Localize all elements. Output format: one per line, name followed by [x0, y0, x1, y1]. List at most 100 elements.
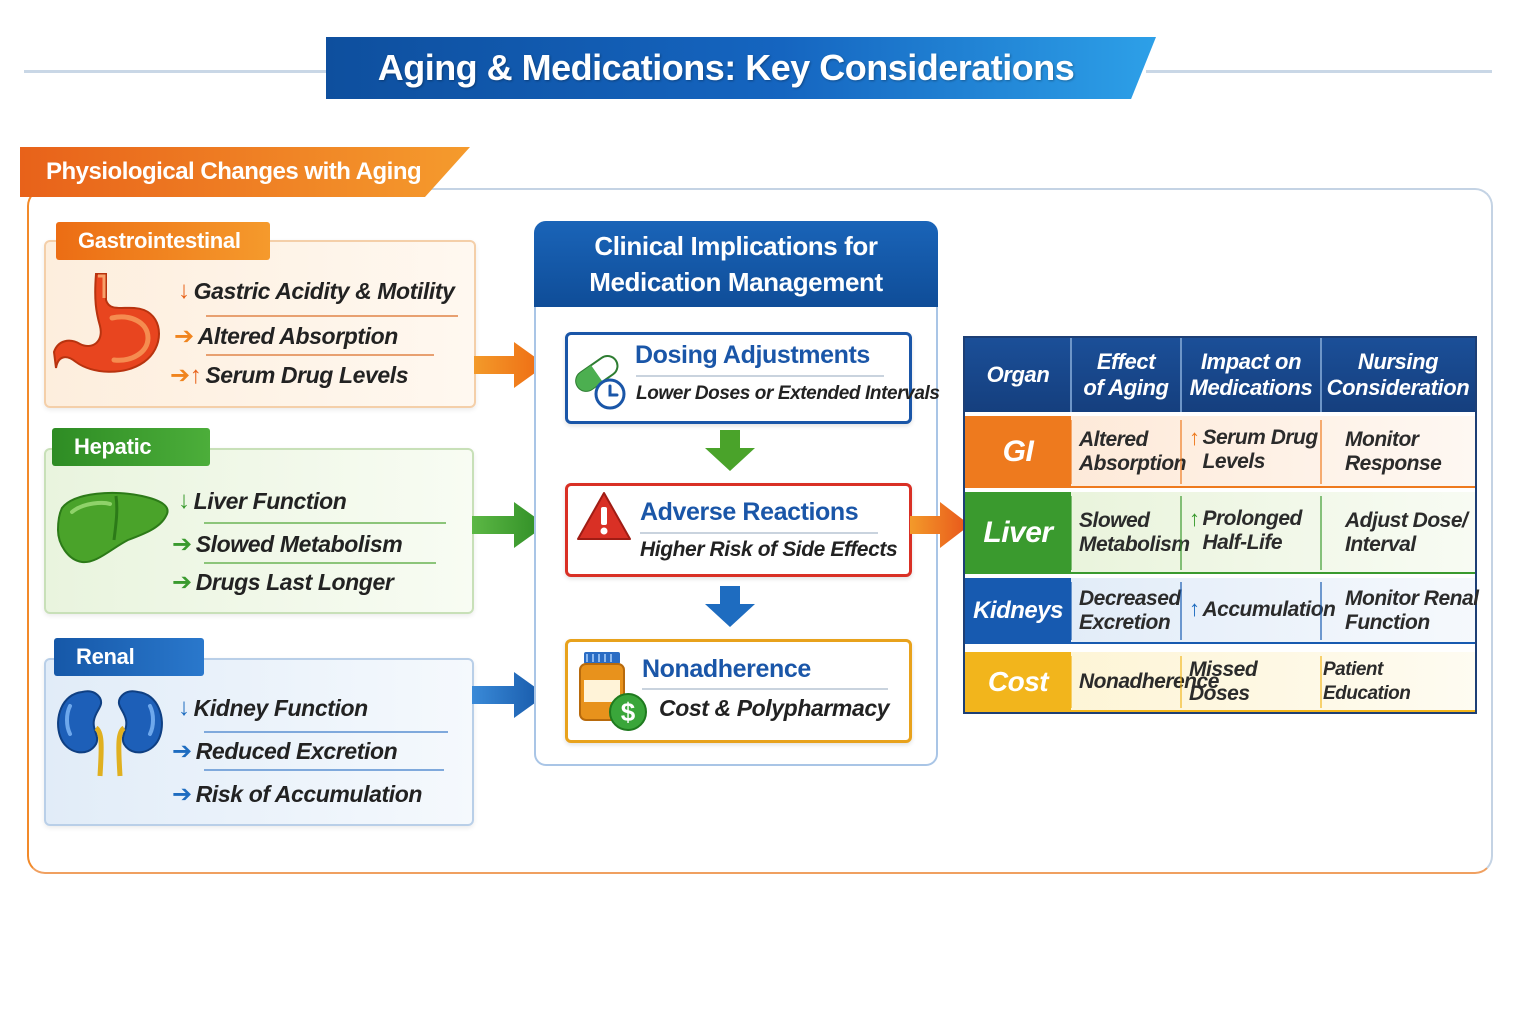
- dosing-title: Dosing Adjustments: [635, 341, 870, 369]
- dosing-divider: [636, 375, 884, 377]
- cell-line: Nursing: [1357, 349, 1439, 374]
- hepatic-item-3-text: Drugs Last Longer: [195, 569, 394, 595]
- cell-line: Serum Drug: [1202, 426, 1319, 449]
- cell-effect-cost: Nonadherence: [1079, 652, 1219, 712]
- cell-line: Prolonged: [1202, 507, 1303, 530]
- adverse-subtitle: Higher Risk of Side Effects: [640, 538, 898, 561]
- gi-item-2-text: Altered Absorption: [197, 323, 399, 349]
- cell-separator: [1070, 496, 1072, 570]
- cell-line: Missed Doses: [1189, 658, 1258, 705]
- down-arrow-icon: ↓: [178, 277, 190, 304]
- cell-separator: [1070, 420, 1072, 484]
- cell-line: of Aging: [1083, 375, 1169, 400]
- gastrointestinal-tag: Gastrointestinal: [56, 222, 270, 260]
- page-title: Aging & Medications: Key Considerations: [377, 47, 1075, 88]
- cell-line: Half-Life: [1202, 531, 1283, 554]
- warning-icon: [577, 492, 631, 540]
- title-rule-right: [1146, 70, 1492, 73]
- cell-separator: [1070, 656, 1072, 708]
- hepatic-label: Hepatic: [74, 434, 152, 459]
- right-arrow-icon: ➔: [174, 323, 194, 350]
- up-arrow-icon: ↑: [1189, 425, 1200, 450]
- cell-line: Altered: [1079, 428, 1148, 451]
- cell-line: Patient Education: [1323, 659, 1411, 704]
- cell-line: Slowed: [1079, 509, 1150, 532]
- cell-separator: [1180, 496, 1182, 570]
- cell-line: Interval: [1345, 533, 1416, 556]
- renal-item-2-text: Reduced Excretion: [195, 738, 398, 764]
- title-banner: Aging & Medications: Key Considerations: [326, 37, 1156, 99]
- gi-item-1: ↓ Gastric Acidity & Motility: [178, 277, 455, 305]
- header-separator: [1180, 338, 1182, 412]
- nonadherence-title: Nonadherence: [642, 655, 811, 683]
- renal-label: Renal: [76, 644, 135, 669]
- cell-text: Adjust Dose/Interval: [1345, 509, 1468, 557]
- hepatic-to-clinical-arrow: [472, 502, 546, 548]
- gi-item-2: ➔ Altered Absorption: [174, 322, 398, 351]
- down-arrow-green: [705, 430, 755, 471]
- cell-line: Excretion: [1079, 611, 1171, 634]
- up-arrow-icon: ↑: [1189, 506, 1200, 531]
- cell-text: Nonadherence: [1079, 670, 1219, 694]
- right-arrow-icon: ➔: [172, 531, 192, 558]
- renal-item-3: ➔ Risk of Accumulation: [172, 780, 422, 809]
- cell-nursing-cost: Patient Education: [1323, 652, 1467, 712]
- adverse-title: Adverse Reactions: [640, 498, 859, 526]
- adverse-divider: [640, 532, 878, 534]
- cell-line: Nonadherence: [1079, 670, 1219, 693]
- header-separator: [1070, 338, 1072, 412]
- cell-text: Accumulation: [1203, 598, 1336, 622]
- cell-text: Patient Education: [1323, 658, 1467, 706]
- cell-line: Function: [1345, 611, 1430, 634]
- cell-separator: [1320, 420, 1322, 484]
- svg-text:$: $: [621, 697, 636, 727]
- hepatic-item-1-text: Liver Function: [193, 487, 347, 514]
- cell-line: Adjust Dose/: [1345, 509, 1468, 532]
- cell-impact-cost: Missed Doses: [1189, 652, 1319, 712]
- clinical-implications-header: Clinical Implications for Medication Man…: [534, 221, 938, 307]
- cell-line: Monitor Renal: [1345, 587, 1479, 610]
- hepatic-item-3: ➔ Drugs Last Longer: [172, 568, 394, 597]
- nonadherence-divider: [642, 688, 888, 690]
- down-arrow-icon: ↓: [178, 694, 190, 721]
- clinical-heading-line2: Medication Management: [589, 267, 883, 297]
- row-label-gi: GI: [965, 416, 1071, 488]
- row-label-cost: Cost: [965, 652, 1071, 712]
- up-arrow-icon: ↑: [189, 361, 202, 389]
- cell-line: Organ: [986, 362, 1050, 387]
- hepatic-item-1: ↓ Liver Function: [178, 487, 347, 515]
- gi-item-3-text: Serum Drug Levels: [205, 362, 409, 388]
- cell-nursing-liver: Adjust Dose/Interval: [1345, 492, 1489, 574]
- liver-icon: [56, 491, 169, 564]
- cell-line: Medications: [1189, 375, 1313, 400]
- hepatic-divider-1: [204, 522, 446, 524]
- right-arrow-icon: ➔: [172, 781, 192, 808]
- up-arrow-icon: ↑: [1189, 596, 1200, 621]
- pill-bottle-dollar-icon: $: [579, 652, 647, 731]
- down-arrow-blue: [705, 586, 755, 627]
- cell-text: Missed Doses: [1189, 658, 1319, 706]
- clinical-to-table-arrow: [910, 502, 970, 548]
- right-arrow-icon: ➔: [172, 569, 192, 596]
- hepatic-item-2-text: Slowed Metabolism: [195, 531, 403, 557]
- renal-item-3-text: Risk of Accumulation: [195, 781, 423, 807]
- cell-line: Effect: [1096, 349, 1156, 374]
- renal-item-1: ↓ Kidney Function: [178, 694, 368, 722]
- header-text: Organ: [987, 362, 1050, 388]
- pill-clock-icon: [575, 354, 626, 410]
- dosing-adjustments-box: [565, 332, 912, 424]
